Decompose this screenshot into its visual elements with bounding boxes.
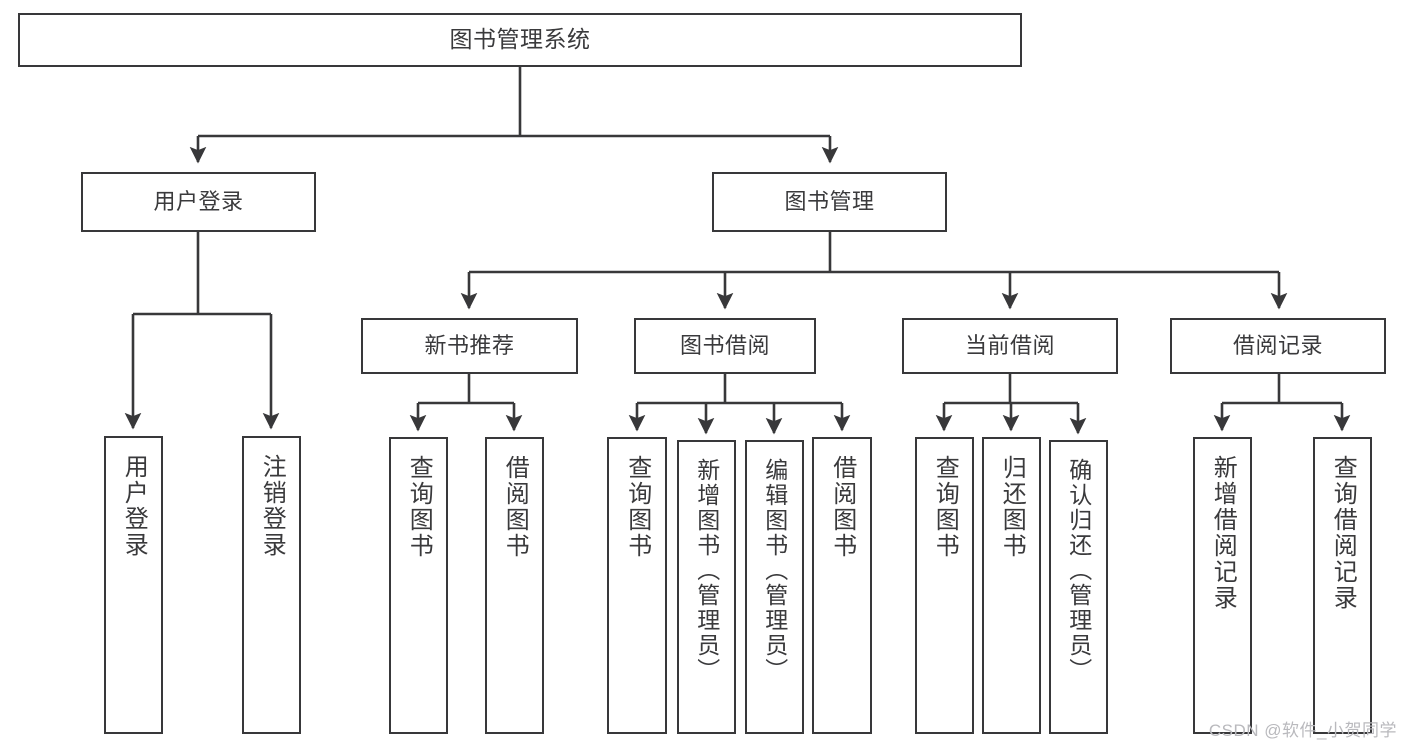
node-leaf-query-book-2[interactable]: 查询图书 [607,437,667,734]
node-book-manage-label: 图书管理 [784,189,875,215]
node-leaf-edit-book[interactable]: 编辑图书（管理员） [745,440,804,734]
node-leaf-query-book-3-label: 查询图书 [931,455,959,559]
node-leaf-user-login[interactable]: 用户登录 [104,436,163,734]
node-new-book-recommend-label: 新书推荐 [424,333,515,359]
node-user-login[interactable]: 用户登录 [81,172,316,232]
node-root-label: 图书管理系统 [449,26,591,53]
node-leaf-query-book-2-label: 查询图书 [623,455,651,559]
node-leaf-borrow-book-2[interactable]: 借阅图书 [812,437,872,734]
node-leaf-return-book-label: 归还图书 [998,455,1026,559]
node-leaf-add-book-label: 新增图书（管理员） [693,458,720,683]
node-current-borrow[interactable]: 当前借阅 [902,318,1118,374]
node-leaf-query-record[interactable]: 查询借阅记录 [1313,437,1372,734]
node-leaf-borrow-book-1-label: 借阅图书 [501,455,529,559]
node-leaf-add-record-label: 新增借阅记录 [1209,455,1237,611]
node-new-book-recommend[interactable]: 新书推荐 [361,318,578,374]
node-leaf-return-book[interactable]: 归还图书 [982,437,1041,734]
node-leaf-query-book-1-label: 查询图书 [405,455,433,559]
node-leaf-borrow-book-1[interactable]: 借阅图书 [485,437,544,734]
node-borrow-record-label: 借阅记录 [1232,333,1323,359]
node-leaf-borrow-book-2-label: 借阅图书 [828,455,856,559]
node-book-borrow-label: 图书借阅 [679,333,770,359]
node-user-login-label: 用户登录 [153,189,244,215]
node-leaf-query-record-label: 查询借阅记录 [1329,455,1357,611]
node-leaf-confirm-return[interactable]: 确认归还（管理员） [1049,440,1108,734]
node-leaf-query-book-3[interactable]: 查询图书 [915,437,974,734]
node-borrow-record[interactable]: 借阅记录 [1170,318,1386,374]
node-leaf-confirm-return-label: 确认归还（管理员） [1065,458,1092,683]
node-book-borrow[interactable]: 图书借阅 [634,318,816,374]
csdn-watermark: CSDN @软件_小贺同学 [1208,721,1397,740]
node-book-manage[interactable]: 图书管理 [712,172,947,232]
node-leaf-query-book-1[interactable]: 查询图书 [389,437,448,734]
node-leaf-edit-book-label: 编辑图书（管理员） [761,458,788,683]
node-leaf-add-record[interactable]: 新增借阅记录 [1193,437,1252,734]
node-leaf-logout-label: 注销登录 [258,454,286,558]
node-leaf-logout[interactable]: 注销登录 [242,436,301,734]
node-leaf-add-book[interactable]: 新增图书（管理员） [677,440,736,734]
node-root-book-management-system[interactable]: 图书管理系统 [18,13,1022,67]
node-leaf-user-login-label: 用户登录 [120,454,148,558]
node-current-borrow-label: 当前借阅 [964,333,1055,359]
